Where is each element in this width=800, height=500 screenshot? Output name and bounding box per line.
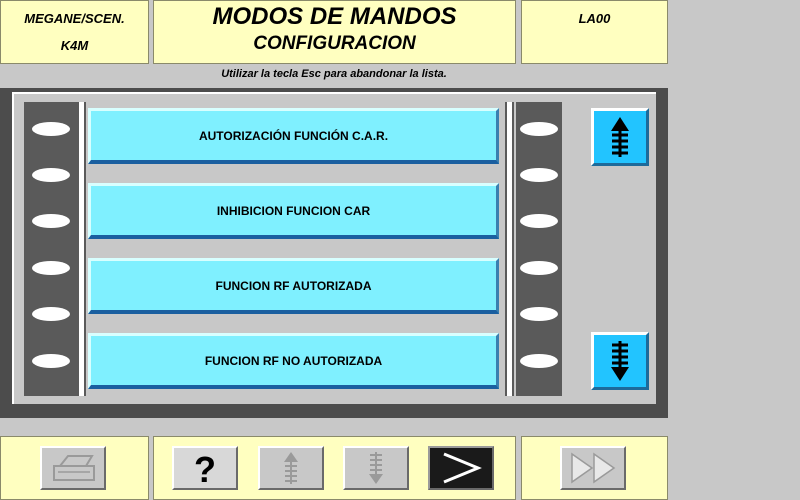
page-subtitle: CONFIGURACION <box>253 33 416 54</box>
left-separator <box>77 102 86 396</box>
vehicle-info-panel: MEGANE/SCEN. K4M <box>0 0 149 64</box>
rail-oval-right <box>520 261 558 275</box>
rail-oval-left <box>32 307 70 321</box>
fast-forward-button[interactable] <box>560 446 626 490</box>
scroll-down-button[interactable] <box>591 332 649 390</box>
menu-item-label: AUTORIZACIÓN FUNCIÓN C.A.R. <box>198 128 389 143</box>
menu-item-label: FUNCION RF AUTORIZADA <box>215 278 372 293</box>
instruction-text: Utilizar la tecla Esc para abandonar la … <box>221 68 447 80</box>
rail-oval-left <box>32 214 70 228</box>
menu-item-label: FUNCION RF NO AUTORIZADA <box>204 353 383 368</box>
right-margin <box>668 0 800 500</box>
menu-item-rf-autorizada[interactable]: FUNCION RF AUTORIZADA <box>88 258 499 314</box>
printer-icon <box>53 455 95 481</box>
right-separator <box>505 102 514 396</box>
rail-oval-left <box>32 261 70 275</box>
rail-oval-right <box>520 168 558 182</box>
rail-oval-left <box>32 122 70 136</box>
rail-oval-right <box>520 307 558 321</box>
rail-oval-left <box>32 354 70 368</box>
help-label: ? <box>194 449 216 490</box>
help-button[interactable]: ? <box>172 446 238 490</box>
menu-item-autorizacion-car[interactable]: AUTORIZACIÓN FUNCIÓN C.A.R. <box>88 108 499 164</box>
page-down-button[interactable] <box>343 446 409 490</box>
title-panel: MODOS DE MANDOS CONFIGURACION <box>153 0 516 64</box>
menu-item-inhibicion-car[interactable]: INHIBICION FUNCION CAR <box>88 183 499 239</box>
fast-forward-icon <box>571 452 616 484</box>
engine-code: K4M <box>60 38 89 53</box>
next-icon <box>443 452 482 484</box>
page-up-icon <box>284 452 298 484</box>
page-down-icon <box>369 452 383 484</box>
rail-oval-right <box>520 122 558 136</box>
right-rail <box>516 102 562 396</box>
menu-item-rf-no-autorizada[interactable]: FUNCION RF NO AUTORIZADA <box>88 333 499 389</box>
scroll-up-icon <box>611 117 629 157</box>
next-button[interactable] <box>428 446 494 490</box>
print-button[interactable] <box>40 446 106 490</box>
screen-code-panel: LA00 <box>521 0 668 64</box>
page-up-button[interactable] <box>258 446 324 490</box>
rail-oval-right <box>520 214 558 228</box>
scroll-down-icon <box>611 341 629 381</box>
screen-code: LA00 <box>578 11 611 26</box>
scroll-up-button[interactable] <box>591 108 649 166</box>
left-rail <box>24 102 77 396</box>
menu-item-label: INHIBICION FUNCION CAR <box>216 203 371 218</box>
rail-oval-right <box>520 354 558 368</box>
vehicle-model: MEGANE/SCEN. <box>24 11 125 26</box>
page-title: MODOS DE MANDOS <box>212 3 457 30</box>
rail-oval-left <box>32 168 70 182</box>
